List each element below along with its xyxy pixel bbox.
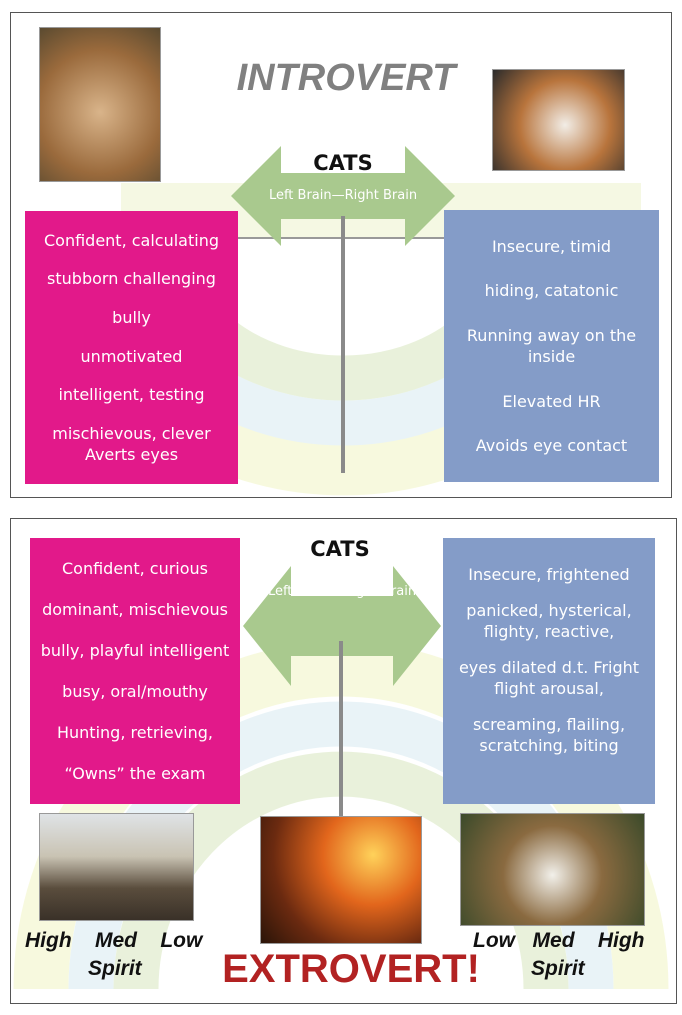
left-right-arrow	[243, 538, 441, 686]
trait: Avoids eye contact	[475, 436, 628, 456]
left-right-arrow	[231, 146, 455, 246]
center-divider	[339, 641, 343, 919]
trait: Insecure, frightened	[468, 564, 630, 584]
trait: Confident, calculating	[43, 230, 219, 250]
trait: Running away on the inside	[466, 325, 637, 366]
trait: Insecure, timid	[491, 236, 612, 256]
trait: dominant, mischievous	[42, 600, 228, 619]
trait: screaming, flailing, scratching, biting	[472, 715, 626, 756]
extrovert-title: EXTROVERT!	[222, 947, 480, 991]
introvert-panel: INTROVERT CATS Left Brain—Right Brain Co…	[10, 12, 672, 498]
level: High	[597, 929, 645, 952]
arrow-heading: CATS	[310, 537, 370, 561]
cat-photo-aggressive	[260, 816, 422, 944]
trait: panicked, hysterical, flighty, reactive,	[466, 600, 632, 641]
cat-photo-timid	[492, 69, 625, 171]
cat-photo-hissing	[460, 813, 645, 926]
cat-photo-calculating	[39, 27, 161, 182]
arrow-label: Left Brain—Right Brain	[267, 584, 417, 599]
trait: Hunting, retrieving,	[56, 723, 213, 742]
introvert-left-traits: Confident, calculating stubborn challeng…	[25, 211, 238, 484]
introvert-title: INTROVERT	[236, 57, 456, 99]
trait: stubborn challenging	[47, 269, 216, 289]
level: Med	[95, 929, 137, 952]
trait: eyes dilated d.t. Fright flight arousal,	[458, 658, 640, 699]
level: High	[25, 929, 72, 952]
right-spirit-levels: Low Med High	[473, 929, 645, 953]
left-spirit-levels: High Med Low	[25, 929, 202, 953]
trait: Elevated HR	[502, 391, 601, 411]
arrow-heading: CATS	[313, 151, 373, 175]
trait: unmotivated	[80, 346, 183, 366]
extrovert-right-traits: Insecure, frightened panicked, hysterica…	[443, 538, 655, 804]
trait: mischievous, clever Averts eyes	[52, 424, 211, 465]
level: Low	[473, 929, 515, 952]
right-spirit-label: Spirit	[531, 957, 585, 980]
extrovert-panel: CATS Left Brain—Right Brain Confident, c…	[10, 518, 677, 1004]
trait: hiding, catatonic	[484, 281, 619, 301]
cat-photo-relaxed	[39, 813, 194, 921]
introvert-right-traits: Insecure, timid hiding, catatonic Runnin…	[444, 210, 659, 482]
left-spirit-label: Spirit	[88, 957, 142, 980]
extrovert-left-traits: Confident, curious dominant, mischievous…	[30, 538, 240, 804]
center-divider	[341, 216, 345, 473]
level: Med	[532, 929, 575, 952]
trait: bully, playful intelligent	[40, 641, 230, 660]
trait: Confident, curious	[62, 559, 208, 578]
trait: “Owns” the exam	[64, 764, 206, 783]
arrow-label: Left Brain—Right Brain	[268, 188, 418, 203]
trait: bully	[112, 308, 151, 328]
level: Low	[160, 929, 203, 952]
trait: busy, oral/mouthy	[62, 682, 208, 701]
trait: intelligent, testing	[58, 385, 205, 405]
